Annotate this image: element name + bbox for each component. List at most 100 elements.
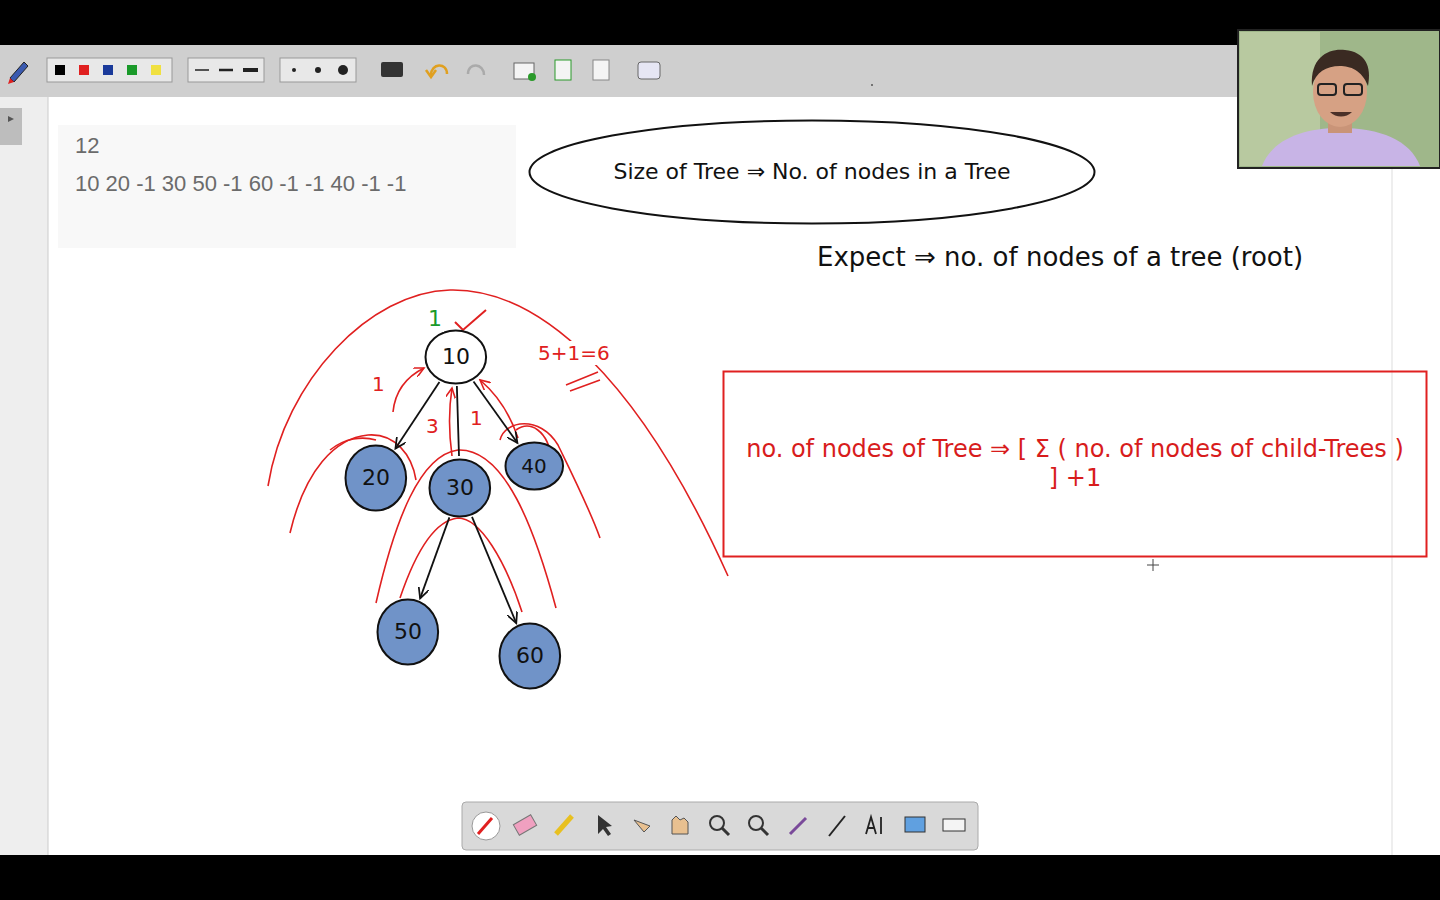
color-swatch xyxy=(127,65,137,75)
width-option xyxy=(243,68,258,72)
tree-node: 50 xyxy=(376,598,440,666)
width-option xyxy=(195,69,209,71)
color-swatch xyxy=(103,65,113,75)
return-arrow xyxy=(480,380,518,438)
zoom-in-tool xyxy=(710,816,724,830)
check-mark xyxy=(455,310,486,330)
input-text: 10 20 -1 30 50 -1 60 -1 -1 40 -1 -1 xyxy=(73,171,408,197)
subtree-arc xyxy=(400,518,522,612)
cursor xyxy=(1147,559,1159,571)
marker-tool xyxy=(790,818,806,834)
page-icon xyxy=(593,60,609,80)
hand-tool xyxy=(672,816,688,834)
tree-node: 40 xyxy=(504,441,565,491)
node-text: 40 xyxy=(521,454,546,478)
webcam-frame xyxy=(1238,30,1440,168)
input-panel xyxy=(58,125,516,248)
bottom-toolbar xyxy=(462,802,978,850)
dot xyxy=(871,84,873,86)
callout-number: 1 xyxy=(468,406,485,430)
tool-button xyxy=(472,812,500,840)
node-border xyxy=(430,460,491,517)
node-border xyxy=(505,443,563,490)
page-border xyxy=(1392,97,1393,855)
tree-node: 20 xyxy=(344,444,408,512)
tree-edge xyxy=(457,386,459,456)
tree-node: 30 xyxy=(428,458,492,518)
side-strip xyxy=(0,97,48,855)
callout-number: 1 xyxy=(426,306,444,332)
return-arrow xyxy=(450,388,453,456)
keyboard-icon xyxy=(381,62,403,77)
page-add xyxy=(528,73,536,81)
laser-tool xyxy=(634,820,650,832)
color-swatch xyxy=(151,65,161,75)
toolbar xyxy=(0,45,1440,97)
callout-number: 5+1=6 xyxy=(536,341,612,365)
title-ellipse: Size of Tree ⇒ No. of nodes in a Tree xyxy=(528,119,1096,225)
node-text: 10 xyxy=(442,344,470,370)
page-icon xyxy=(555,60,571,80)
node-text: 60 xyxy=(516,643,544,669)
dot-option xyxy=(338,65,348,75)
tree-edge xyxy=(420,517,449,598)
node-border xyxy=(426,331,487,384)
webcam-beard xyxy=(1330,112,1352,117)
canvas xyxy=(0,97,1440,855)
select-tool xyxy=(598,815,612,836)
webcam-shirt xyxy=(1262,128,1420,166)
tree-node: 60 xyxy=(498,622,562,690)
formula-box: no. of nodes of Tree ⇒ [ Σ ( no. of node… xyxy=(722,370,1428,558)
node-border xyxy=(378,600,439,665)
zoom-out-tool xyxy=(749,816,763,830)
note: Expect ⇒ no. of nodes of a tree (root) xyxy=(815,242,1305,273)
screen-tool xyxy=(905,817,925,832)
callout-number: 3 xyxy=(424,414,441,438)
node-text: 50 xyxy=(394,619,422,645)
color-swatch xyxy=(79,65,89,75)
pen-tip xyxy=(8,78,14,84)
zoom-handle xyxy=(722,828,729,835)
webcam-hair xyxy=(1312,50,1369,86)
return-arrow xyxy=(393,368,424,412)
node-border xyxy=(500,624,561,689)
subtree-arc xyxy=(268,290,728,576)
width-option xyxy=(219,69,233,72)
highlighter-tool xyxy=(556,816,572,834)
node-text: 20 xyxy=(362,465,390,491)
undo-head xyxy=(426,70,436,77)
dot-option xyxy=(292,68,296,72)
bottom-bar xyxy=(0,855,1440,900)
callout-number: 1 xyxy=(370,372,387,396)
width-group xyxy=(188,58,264,82)
eraser-tool xyxy=(513,815,536,835)
formula-text: no. of nodes of Tree ⇒ [ Σ ( no. of node… xyxy=(738,435,1412,493)
tree-node: 10 xyxy=(424,329,488,385)
settings-icon xyxy=(638,62,660,79)
pen-tool xyxy=(478,818,492,834)
dot-group xyxy=(280,58,356,82)
color-swatch xyxy=(55,65,65,75)
keyboard-tool xyxy=(943,819,965,831)
zoom-handle xyxy=(761,828,768,835)
side-tab xyxy=(0,108,22,145)
tab-icon xyxy=(8,116,14,122)
tree-edge xyxy=(472,517,516,623)
input-text: 12 xyxy=(73,133,101,159)
line-tool xyxy=(829,816,845,836)
node-text: 30 xyxy=(446,475,474,501)
redo-icon xyxy=(468,65,484,75)
node-border xyxy=(530,121,1095,224)
top-bar xyxy=(0,0,1440,45)
side-border xyxy=(48,97,49,855)
text-tool xyxy=(866,817,881,834)
box-border xyxy=(724,372,1427,557)
node-text: Size of Tree ⇒ No. of nodes in a Tree xyxy=(613,159,1010,185)
double-underline xyxy=(566,372,600,391)
webcam-glasses xyxy=(1318,84,1336,95)
pen-icon xyxy=(10,62,28,82)
dot-option xyxy=(315,67,321,73)
subtree-arc xyxy=(290,435,416,533)
node-border xyxy=(346,446,407,511)
